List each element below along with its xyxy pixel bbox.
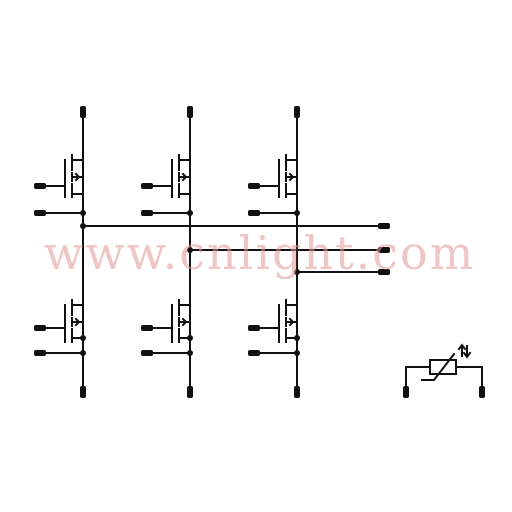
junction-dot <box>294 210 300 216</box>
variable-arrow <box>421 352 456 381</box>
mosfet-symbol <box>141 299 191 343</box>
source-terminal <box>248 210 260 216</box>
junction-dot <box>187 350 193 356</box>
bottom-terminal <box>187 386 193 398</box>
source-terminal <box>34 210 46 216</box>
column-1 <box>34 106 86 398</box>
junction-dot <box>187 335 193 341</box>
junction-dot <box>80 210 86 216</box>
junction-dot <box>80 350 86 356</box>
bus-terminal-3 <box>378 269 390 275</box>
thermistor-symbol <box>403 343 485 398</box>
top-terminal <box>80 106 86 118</box>
gate-terminal <box>141 325 153 331</box>
gate-terminal <box>34 183 46 189</box>
mosfet-symbol <box>141 154 191 198</box>
mosfet-symbol <box>34 154 84 198</box>
bottom-terminal <box>80 386 86 398</box>
gate-terminal <box>248 183 260 189</box>
gate-terminal <box>34 325 46 331</box>
bus-terminal-2 <box>378 247 390 253</box>
mosfet-symbol <box>248 299 298 343</box>
terminal-left <box>403 386 409 398</box>
junction-dot <box>294 335 300 341</box>
junction-dot <box>80 335 86 341</box>
source-terminal <box>248 350 260 356</box>
column-2 <box>141 106 193 398</box>
junction-dot <box>187 247 193 253</box>
junction-dot <box>80 223 86 229</box>
mosfet-symbol <box>34 299 84 343</box>
column-3 <box>248 106 300 398</box>
source-terminal <box>34 350 46 356</box>
gate-terminal <box>248 325 260 331</box>
source-terminal <box>141 350 153 356</box>
bus-terminal-1 <box>378 223 390 229</box>
top-terminal <box>294 106 300 118</box>
source-terminal <box>141 210 153 216</box>
mosfet-symbol <box>248 154 298 198</box>
top-terminal <box>187 106 193 118</box>
junction-dot <box>187 210 193 216</box>
gate-terminal <box>141 183 153 189</box>
bottom-terminal <box>294 386 300 398</box>
terminal-right <box>479 386 485 398</box>
junction-dot <box>294 350 300 356</box>
junction-dot <box>294 269 300 275</box>
